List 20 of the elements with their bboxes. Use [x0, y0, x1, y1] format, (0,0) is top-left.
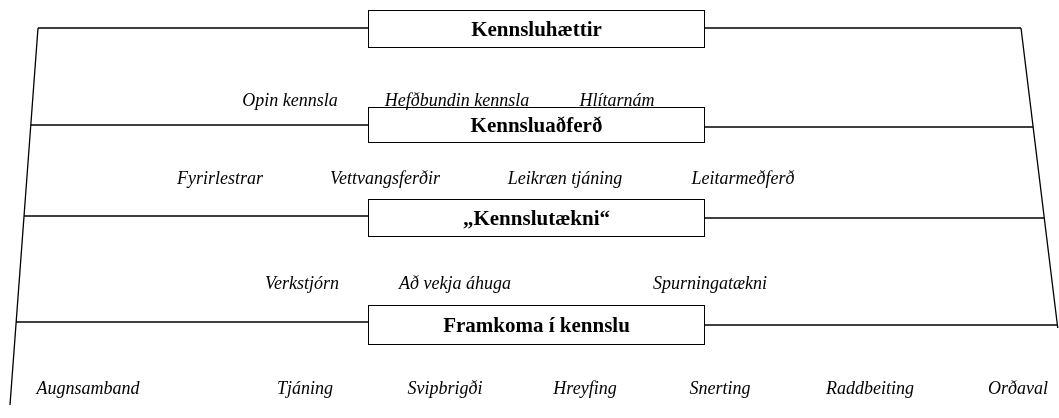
method-label: Leikræn tjáning	[507, 169, 623, 187]
method-label: Svipbrigði	[407, 379, 483, 397]
method-label: Hlítarnám	[579, 91, 655, 109]
title-box: Kennsluhættir	[368, 10, 705, 48]
title-box: Framkoma í kennslu	[368, 305, 705, 345]
method-label: Tjáning	[277, 379, 333, 397]
method-label: Augnsamband	[36, 379, 140, 397]
method-label: Hreyfing	[553, 379, 617, 397]
method-label: Verkstjórn	[265, 274, 339, 292]
method-label: Hefðbundin kennsla	[384, 91, 530, 109]
title-box: „Kennslutækni“	[368, 199, 705, 237]
method-label: Vettvangsferðir	[330, 169, 440, 187]
method-label: Snerting	[689, 379, 751, 397]
method-label: Leitarmeðferð	[691, 169, 795, 187]
method-label: Orðaval	[988, 379, 1048, 397]
method-label: Raddbeiting	[826, 379, 914, 397]
method-label: Að vekja áhuga	[399, 274, 511, 292]
method-label: Spurningatækni	[653, 274, 767, 292]
method-label: Fyrirlestrar	[177, 169, 263, 187]
method-label: Opin kennsla	[242, 91, 338, 109]
